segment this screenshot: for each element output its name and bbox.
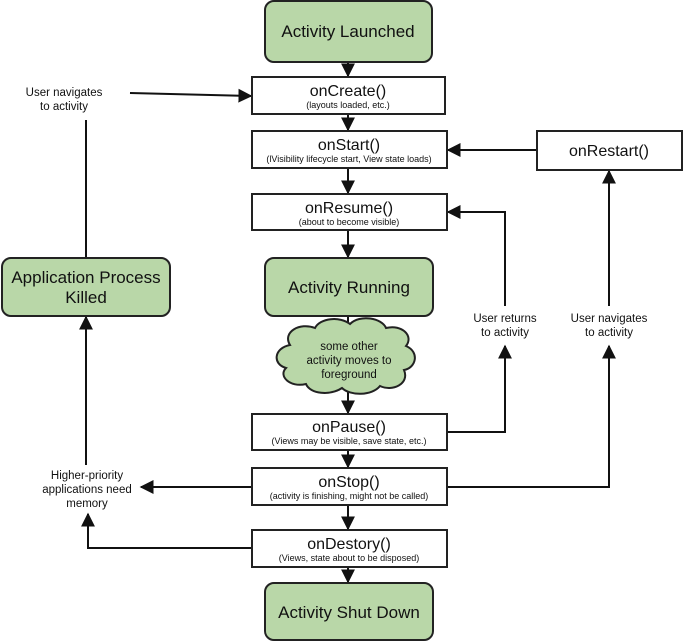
callback-note: (Views may be visible, save state, etc.) bbox=[272, 436, 427, 446]
callback-name: onDestory() bbox=[307, 536, 391, 553]
label-text: to activity bbox=[40, 101, 88, 113]
state-application-process-killed: Application Process Killed bbox=[1, 257, 171, 317]
arrow-stop-navigate bbox=[447, 344, 616, 488]
connectors bbox=[79, 62, 616, 584]
label-text: applications need bbox=[42, 484, 132, 496]
callback-note: (layouts loaded, etc.) bbox=[306, 100, 390, 110]
callback-onpause: onPause() (Views may be visible, save st… bbox=[251, 413, 448, 451]
label-text: to activity bbox=[481, 327, 529, 339]
cloud-text: some other bbox=[320, 341, 378, 353]
label-user-navigates-right: User navigates to activity bbox=[571, 313, 648, 339]
label-user-returns: User returns to activity bbox=[473, 313, 537, 339]
state-label: Activity Shut Down bbox=[278, 603, 420, 622]
arrow-returns-resume bbox=[446, 205, 506, 306]
callback-onrestart: onRestart() bbox=[536, 130, 683, 171]
state-activity-shut-down: Activity Shut Down bbox=[264, 582, 434, 641]
callback-oncreate: onCreate() (layouts loaded, etc.) bbox=[251, 76, 446, 115]
callback-name: onStart() bbox=[318, 137, 380, 154]
state-label: Activity Launched bbox=[281, 22, 414, 41]
label-text: Higher-priority bbox=[51, 470, 123, 482]
callback-note: (about to become visible) bbox=[299, 217, 400, 227]
label-text: User navigates bbox=[571, 313, 648, 325]
callback-name: onCreate() bbox=[310, 83, 386, 100]
callback-note: (Views, state about to be disposed) bbox=[279, 553, 419, 563]
state-activity-launched: Activity Launched bbox=[264, 0, 433, 63]
callback-ondestroy: onDestory() (Views, state about to be di… bbox=[251, 529, 448, 568]
state-activity-running: Activity Running bbox=[264, 257, 434, 317]
cloud-text: activity moves to bbox=[307, 355, 392, 367]
label-text: User navigates bbox=[26, 87, 103, 99]
label-user-navigates-left: User navigates to activity bbox=[26, 87, 103, 113]
arrow-pause-returns bbox=[447, 344, 512, 433]
state-label: Activity Running bbox=[288, 278, 410, 297]
callback-onstop: onStop() (activity is finishing, might n… bbox=[251, 467, 448, 506]
callback-note: (lVisibility lifecycle start, View state… bbox=[266, 154, 431, 164]
state-label: Killed bbox=[65, 288, 107, 307]
callback-name: onPause() bbox=[312, 419, 386, 436]
cloud-other-activity-foreground: some other activity moves to foreground bbox=[275, 317, 416, 395]
label-higher-priority-memory: Higher-priority applications need memory bbox=[42, 470, 132, 510]
callback-onresume: onResume() (about to become visible) bbox=[251, 193, 448, 231]
callback-name: onResume() bbox=[305, 200, 393, 217]
state-label: Application Process bbox=[11, 268, 160, 287]
callback-onstart: onStart() (lVisibility lifecycle start, … bbox=[251, 130, 448, 169]
label-text: to activity bbox=[585, 327, 633, 339]
arrow-destroy-memory bbox=[81, 512, 252, 549]
callback-note: (activity is finishing, might not be cal… bbox=[270, 491, 429, 501]
callback-name: onRestart() bbox=[569, 143, 649, 160]
label-text: memory bbox=[66, 498, 108, 510]
cloud-text: foreground bbox=[321, 369, 377, 381]
label-text: User returns bbox=[473, 313, 537, 325]
callback-name: onStop() bbox=[318, 474, 379, 491]
arrow-navigate-create bbox=[129, 88, 253, 103]
